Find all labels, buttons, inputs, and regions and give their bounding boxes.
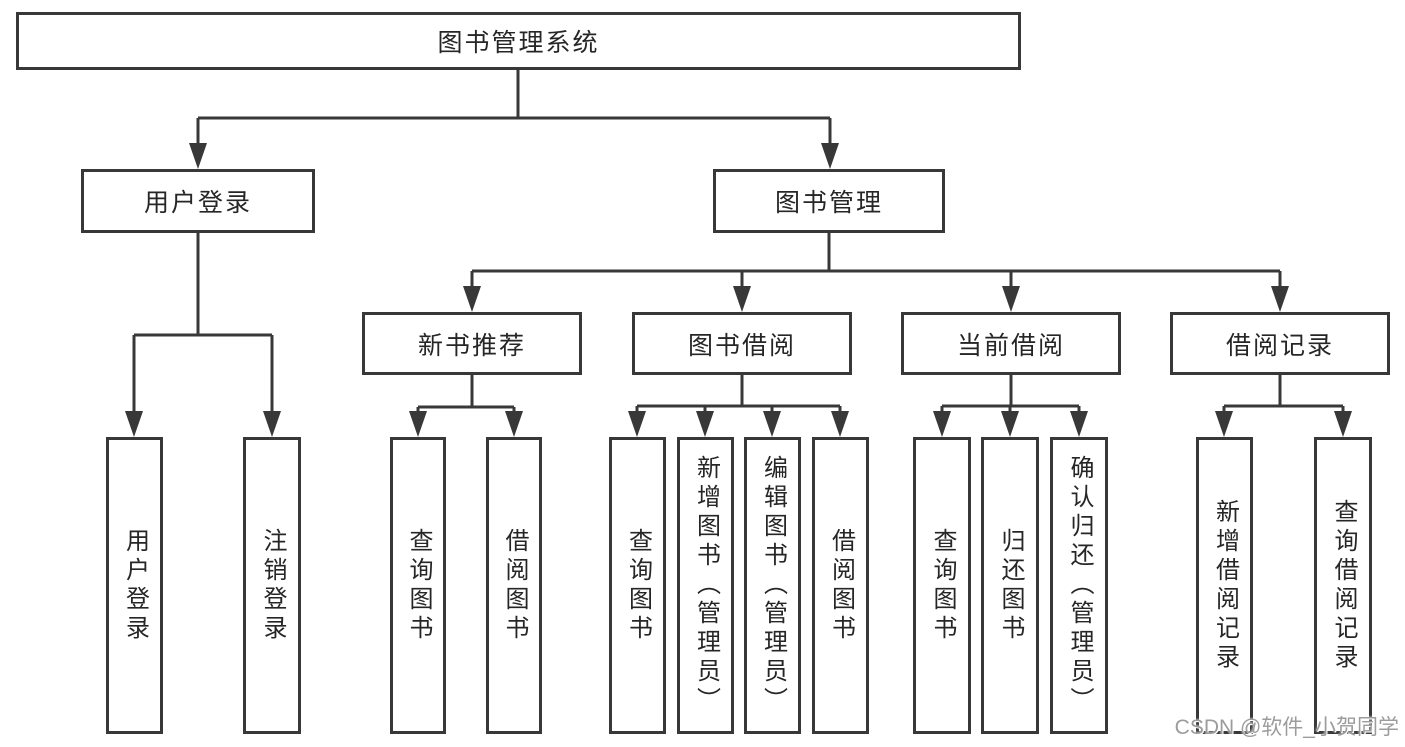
connector-current-borrow-children xyxy=(933,375,1088,437)
arrowhead-icon xyxy=(125,411,143,437)
arrowhead-icon xyxy=(189,143,207,169)
leaf-logout: 注销登录 xyxy=(243,437,301,734)
leaf-query-books: 查询图书 xyxy=(390,437,446,734)
leaf-query-books: 查询图书 xyxy=(609,437,666,734)
arrowhead-icon xyxy=(1271,286,1289,312)
leaf-borrow-books: 借阅图书 xyxy=(812,437,869,734)
node-user-login: 用户登录 xyxy=(81,169,315,233)
connector-book-mgmt-children xyxy=(463,233,1289,312)
node-new-book-recommend: 新书推荐 xyxy=(362,312,582,375)
node-book-borrow: 图书借阅 xyxy=(632,312,852,375)
arrowhead-icon xyxy=(1334,411,1352,437)
connector-borrow-records-children xyxy=(1215,375,1352,437)
leaf-label: 确认归还（管理员） xyxy=(1066,455,1093,716)
arrowhead-icon xyxy=(1002,286,1020,312)
node-borrow-records: 借阅记录 xyxy=(1170,312,1390,375)
arrowhead-icon xyxy=(821,143,839,169)
leaf-label: 新增图书（管理员） xyxy=(692,455,720,716)
node-label: 当前借阅 xyxy=(956,331,1065,360)
node-label: 图书借阅 xyxy=(687,331,796,360)
node-label: 图书管理系统 xyxy=(437,29,600,57)
arrowhead-icon xyxy=(463,286,481,312)
arrowhead-icon xyxy=(505,411,523,437)
leaf-label: 查询借阅记录 xyxy=(1330,498,1357,673)
arrowhead-icon xyxy=(763,411,781,437)
leaf-label: 注销登录 xyxy=(259,527,286,644)
arrowhead-icon xyxy=(1001,411,1019,437)
connector-root-to-level2 xyxy=(189,70,839,169)
leaf-label: 新增借阅记录 xyxy=(1211,498,1239,673)
leaf-add-books-admin: 新增图书（管理员） xyxy=(677,437,734,734)
arrowhead-icon xyxy=(1215,411,1233,437)
arrowhead-icon xyxy=(1070,411,1088,437)
connector-user-login-children xyxy=(125,233,281,437)
arrowhead-icon xyxy=(933,411,951,437)
leaf-confirm-return-admin: 确认归还（管理员） xyxy=(1050,437,1108,734)
connector-new-books-children xyxy=(409,375,523,437)
arrowhead-icon xyxy=(628,411,646,437)
leaf-label: 借阅图书 xyxy=(501,527,528,644)
arrowhead-icon xyxy=(409,411,427,437)
node-book-management: 图书管理 xyxy=(713,169,945,233)
leaf-add-borrow-record: 新增借阅记录 xyxy=(1196,437,1253,734)
leaf-query-books: 查询图书 xyxy=(913,437,971,734)
node-label: 借阅记录 xyxy=(1225,331,1334,360)
node-current-borrow: 当前借阅 xyxy=(901,312,1121,375)
arrowhead-icon xyxy=(733,286,751,312)
leaf-label: 查询图书 xyxy=(929,527,956,644)
leaf-borrow-books: 借阅图书 xyxy=(486,437,542,734)
leaf-query-borrow-record: 查询借阅记录 xyxy=(1314,437,1372,734)
leaf-label: 查询图书 xyxy=(624,527,652,644)
connector-book-borrow-children xyxy=(628,375,849,437)
leaf-return-books: 归还图书 xyxy=(981,437,1039,734)
leaf-label: 用户登录 xyxy=(121,527,149,644)
arrowhead-icon xyxy=(263,411,281,437)
leaf-label: 查询图书 xyxy=(405,527,432,644)
node-root-system: 图书管理系统 xyxy=(16,12,1021,70)
csdn-watermark: CSDN @软件_小贺同学 xyxy=(1174,716,1399,739)
arrowhead-icon xyxy=(696,411,714,437)
leaf-label: 借阅图书 xyxy=(827,527,855,644)
node-label: 用户登录 xyxy=(143,189,252,217)
leaf-label: 归还图书 xyxy=(997,527,1024,644)
node-label: 新书推荐 xyxy=(417,331,526,360)
leaf-user-login: 用户登录 xyxy=(106,437,163,734)
arrowhead-icon xyxy=(831,411,849,437)
leaf-edit-books-admin: 编辑图书（管理员） xyxy=(744,437,801,734)
node-label: 图书管理 xyxy=(774,189,883,217)
leaf-label: 编辑图书（管理员） xyxy=(759,455,787,716)
